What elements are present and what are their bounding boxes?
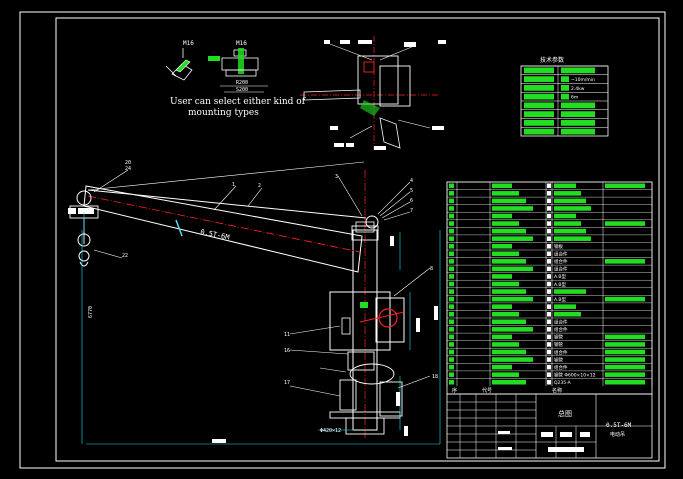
callout-22: 22 <box>122 253 128 259</box>
parts-row-number <box>449 342 454 347</box>
parts-row-name: 钢管 <box>554 334 563 341</box>
title-block: 总图 0.5T-6M 电动吊 <box>446 393 653 459</box>
spec-row-key <box>524 67 554 74</box>
parts-header-code: 代号 <box>482 387 492 394</box>
parts-row-name: Q235-A <box>554 380 572 386</box>
callout-numbers: 20 24 22 1 2 3 4 5 6 7 8 11 16 17 18 <box>122 160 438 386</box>
parts-row-number <box>449 364 454 370</box>
spec-row-value: 2.4kw <box>571 86 585 92</box>
parts-row-number <box>449 311 454 317</box>
mount-note-line1: User can select either kind of <box>170 97 306 107</box>
parts-row-name: 组合件 <box>554 251 568 258</box>
parts-row-name: 组合件 <box>554 258 568 265</box>
parts-row-number <box>449 213 454 219</box>
mount-detail: M16 M16 R200 S200 User can select either… <box>165 40 306 118</box>
product-sub: 电动吊 <box>610 431 625 438</box>
drawing-frame <box>55 17 660 462</box>
sheet-border <box>19 11 666 469</box>
parts-row-name: 组合件 <box>554 364 568 371</box>
width-b-label: S200 <box>236 87 248 93</box>
callout-6: 6 <box>410 198 413 204</box>
width-a-label: R200 <box>236 80 248 86</box>
parts-row-number <box>449 228 454 234</box>
parts-row-number <box>449 236 454 241</box>
parts-row-number <box>449 327 454 332</box>
parts-row-name: 组合件 <box>554 266 568 273</box>
drawing-name: 总图 <box>558 409 572 418</box>
spec-row-key <box>524 128 554 135</box>
callout-8: 8 <box>430 266 433 272</box>
parts-row-number <box>449 243 454 249</box>
parts-row-name: A.B型 <box>554 296 567 303</box>
parts-row-number <box>449 274 454 279</box>
parts-row-number <box>449 281 454 287</box>
parts-header-name: 名称 <box>552 387 562 394</box>
callout-2: 2 <box>258 183 261 189</box>
spec-row-key <box>524 93 554 100</box>
column-dia-dimension: Φ420×12 <box>320 428 341 434</box>
callout-17: 17 <box>284 380 290 386</box>
parts-row-number <box>449 251 454 257</box>
height-dimension: 6770 <box>88 306 94 318</box>
parts-row-number <box>449 319 454 325</box>
parts-row-number <box>449 259 454 264</box>
callout-7: 7 <box>410 208 413 214</box>
callout-16: 16 <box>284 348 290 354</box>
parts-row-name: 钢管 Φ600×10×12 <box>554 371 596 378</box>
callout-24: 24 <box>125 166 131 172</box>
parts-header-no: 序 <box>452 387 457 394</box>
callout-11: 11 <box>284 332 290 338</box>
parts-row-name: 组合件 <box>554 326 568 333</box>
parts-row-number <box>449 296 454 302</box>
parts-row-name: A.B型 <box>554 273 567 280</box>
parts-row-number <box>449 289 454 294</box>
parts-row-number <box>449 334 454 340</box>
parts-row-number <box>449 379 454 385</box>
parts-row-name: 组合件 <box>554 349 568 356</box>
callout-1: 1 <box>232 182 235 188</box>
callout-20: 20 <box>125 160 131 166</box>
parts-row-number <box>449 183 454 189</box>
parts-row-number <box>449 357 454 362</box>
callout-4: 4 <box>410 178 413 184</box>
spec-row-key <box>524 85 554 91</box>
parts-row-number <box>449 266 454 272</box>
parts-row-name: 钢板 <box>554 243 563 250</box>
callout-3: 3 <box>335 174 338 180</box>
upper-hoist-detail <box>300 36 446 150</box>
product-code: 0.5T-6M <box>606 422 632 429</box>
parts-row-number <box>449 221 454 226</box>
parts-row-number <box>449 349 454 355</box>
spec-table: 技术参数 ~10m/min 2.4kw 6m <box>520 56 609 137</box>
bolt-right-label: M16 <box>236 40 247 47</box>
spec-row-key <box>524 120 554 126</box>
spec-row-key <box>524 102 554 109</box>
parts-row-name: 钢管 <box>554 341 563 348</box>
parts-row-name: 组合件 <box>554 319 568 326</box>
spec-row-value: ~10m/min <box>571 77 595 83</box>
parts-row-number <box>449 206 454 211</box>
parts-row-number <box>449 191 454 196</box>
spec-row-value: 6m <box>571 95 578 101</box>
parts-row-name: 钢管 <box>554 356 563 363</box>
parts-row-number <box>449 372 454 377</box>
spec-table-title: 技术参数 <box>540 56 564 64</box>
spec-row-key <box>524 76 554 82</box>
callout-5: 5 <box>410 188 413 194</box>
mount-note-line2: mounting types <box>188 108 259 118</box>
parts-row-number <box>449 304 454 309</box>
callout-18: 18 <box>432 374 438 380</box>
parts-row-number <box>449 198 454 204</box>
spec-row-key <box>524 111 554 117</box>
parts-row-name: A.B型 <box>554 281 567 288</box>
bolt-left-label: M16 <box>183 40 194 47</box>
